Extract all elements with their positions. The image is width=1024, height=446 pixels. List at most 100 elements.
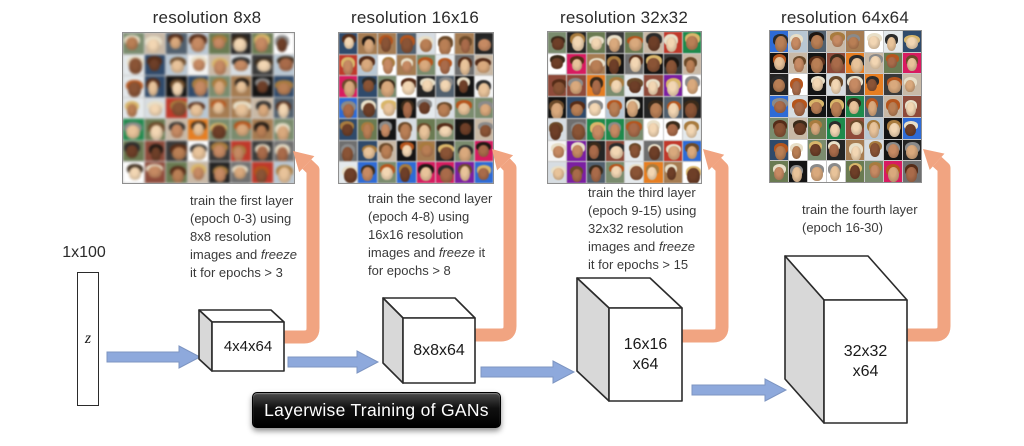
face-tile xyxy=(435,33,455,54)
face-tile xyxy=(230,33,251,54)
face-tile xyxy=(567,75,586,97)
face-shape xyxy=(870,143,881,158)
face-shape xyxy=(362,124,373,139)
face-tile xyxy=(789,52,807,74)
face-shape xyxy=(906,144,919,160)
face-shape xyxy=(552,168,565,181)
face-shape xyxy=(774,100,787,114)
face-tile xyxy=(252,140,273,162)
face-tile xyxy=(455,54,474,76)
face-shape xyxy=(380,37,391,53)
face-tile xyxy=(903,52,921,74)
face-tile xyxy=(474,119,493,140)
face-tile xyxy=(548,75,567,97)
face-shape xyxy=(213,37,226,50)
face-shape xyxy=(811,166,823,181)
face-shape xyxy=(666,167,676,180)
face-shape xyxy=(256,146,269,161)
face-shape xyxy=(775,36,787,52)
face-shape xyxy=(907,57,917,72)
face-tile xyxy=(605,162,624,183)
face-tile xyxy=(166,119,187,140)
face-tile xyxy=(230,76,251,97)
face-tile xyxy=(230,54,251,76)
face-tile xyxy=(548,118,567,140)
face-tile xyxy=(187,33,208,54)
face-shape xyxy=(571,168,582,182)
conv-box-4-top xyxy=(784,255,908,301)
face-shape xyxy=(591,124,604,140)
face-tile xyxy=(144,76,165,97)
conv-box-1-top xyxy=(198,309,285,323)
face-shape xyxy=(550,124,561,140)
face-tile xyxy=(625,162,644,183)
face-tile xyxy=(827,117,845,139)
face-shape xyxy=(630,145,640,159)
face-shape xyxy=(477,82,490,97)
face-tile xyxy=(586,162,605,183)
face-tile xyxy=(187,162,208,183)
face-tile xyxy=(663,75,682,97)
face-tile xyxy=(358,54,377,76)
face-shape xyxy=(439,39,451,54)
face-tile xyxy=(209,162,230,183)
face-tile xyxy=(455,119,474,140)
face-shape xyxy=(887,56,898,69)
face-shape xyxy=(905,123,916,136)
face-shape xyxy=(440,79,452,92)
face-shape xyxy=(213,80,225,96)
face-tile xyxy=(474,162,493,183)
face-tile xyxy=(625,32,644,53)
face-shape xyxy=(687,168,700,183)
face-tile xyxy=(903,139,921,161)
face-shape xyxy=(666,36,677,52)
face-shape xyxy=(629,80,642,94)
face-tile xyxy=(273,119,294,140)
face-shape xyxy=(667,123,678,137)
face-shape xyxy=(685,102,697,118)
face-shape xyxy=(571,35,584,51)
face-tile xyxy=(548,140,567,162)
face-tile xyxy=(827,139,845,161)
face-shape xyxy=(276,147,289,162)
face-tile xyxy=(625,140,644,162)
face-tile xyxy=(252,33,273,54)
face-tile xyxy=(548,53,567,75)
face-shape xyxy=(439,125,452,138)
face-shape xyxy=(233,167,247,180)
face-shape xyxy=(257,60,272,73)
face-tile xyxy=(567,162,586,183)
face-shape xyxy=(342,123,353,137)
face-tile xyxy=(808,31,826,52)
face-tile xyxy=(846,161,864,182)
face-shape xyxy=(401,144,412,157)
face-shape xyxy=(590,60,603,75)
face-tile xyxy=(209,97,230,119)
face-shape xyxy=(794,58,804,72)
face-tile xyxy=(397,33,416,54)
orange-arrowhead-icon-3 xyxy=(703,149,725,171)
face-shape xyxy=(126,124,141,139)
face-shape xyxy=(480,103,492,116)
face-tile xyxy=(789,96,807,117)
face-tile xyxy=(827,31,845,52)
face-shape xyxy=(848,36,859,49)
face-tile xyxy=(548,162,567,183)
title-badge-label: Layerwise Training of GANs xyxy=(264,399,489,420)
conv-box-1-side xyxy=(198,309,213,372)
face-tile xyxy=(644,118,663,140)
face-tile xyxy=(903,161,921,182)
face-tile xyxy=(865,117,883,139)
face-shape xyxy=(235,103,250,117)
face-shape xyxy=(214,168,227,182)
face-shape xyxy=(630,57,641,73)
face-shape xyxy=(550,103,563,118)
face-tiles xyxy=(548,32,701,183)
face-shape xyxy=(362,102,375,118)
face-shape xyxy=(571,103,583,117)
face-shape xyxy=(147,38,160,54)
face-shape xyxy=(363,38,374,53)
face-tile xyxy=(435,76,455,97)
face-tile xyxy=(416,162,435,183)
